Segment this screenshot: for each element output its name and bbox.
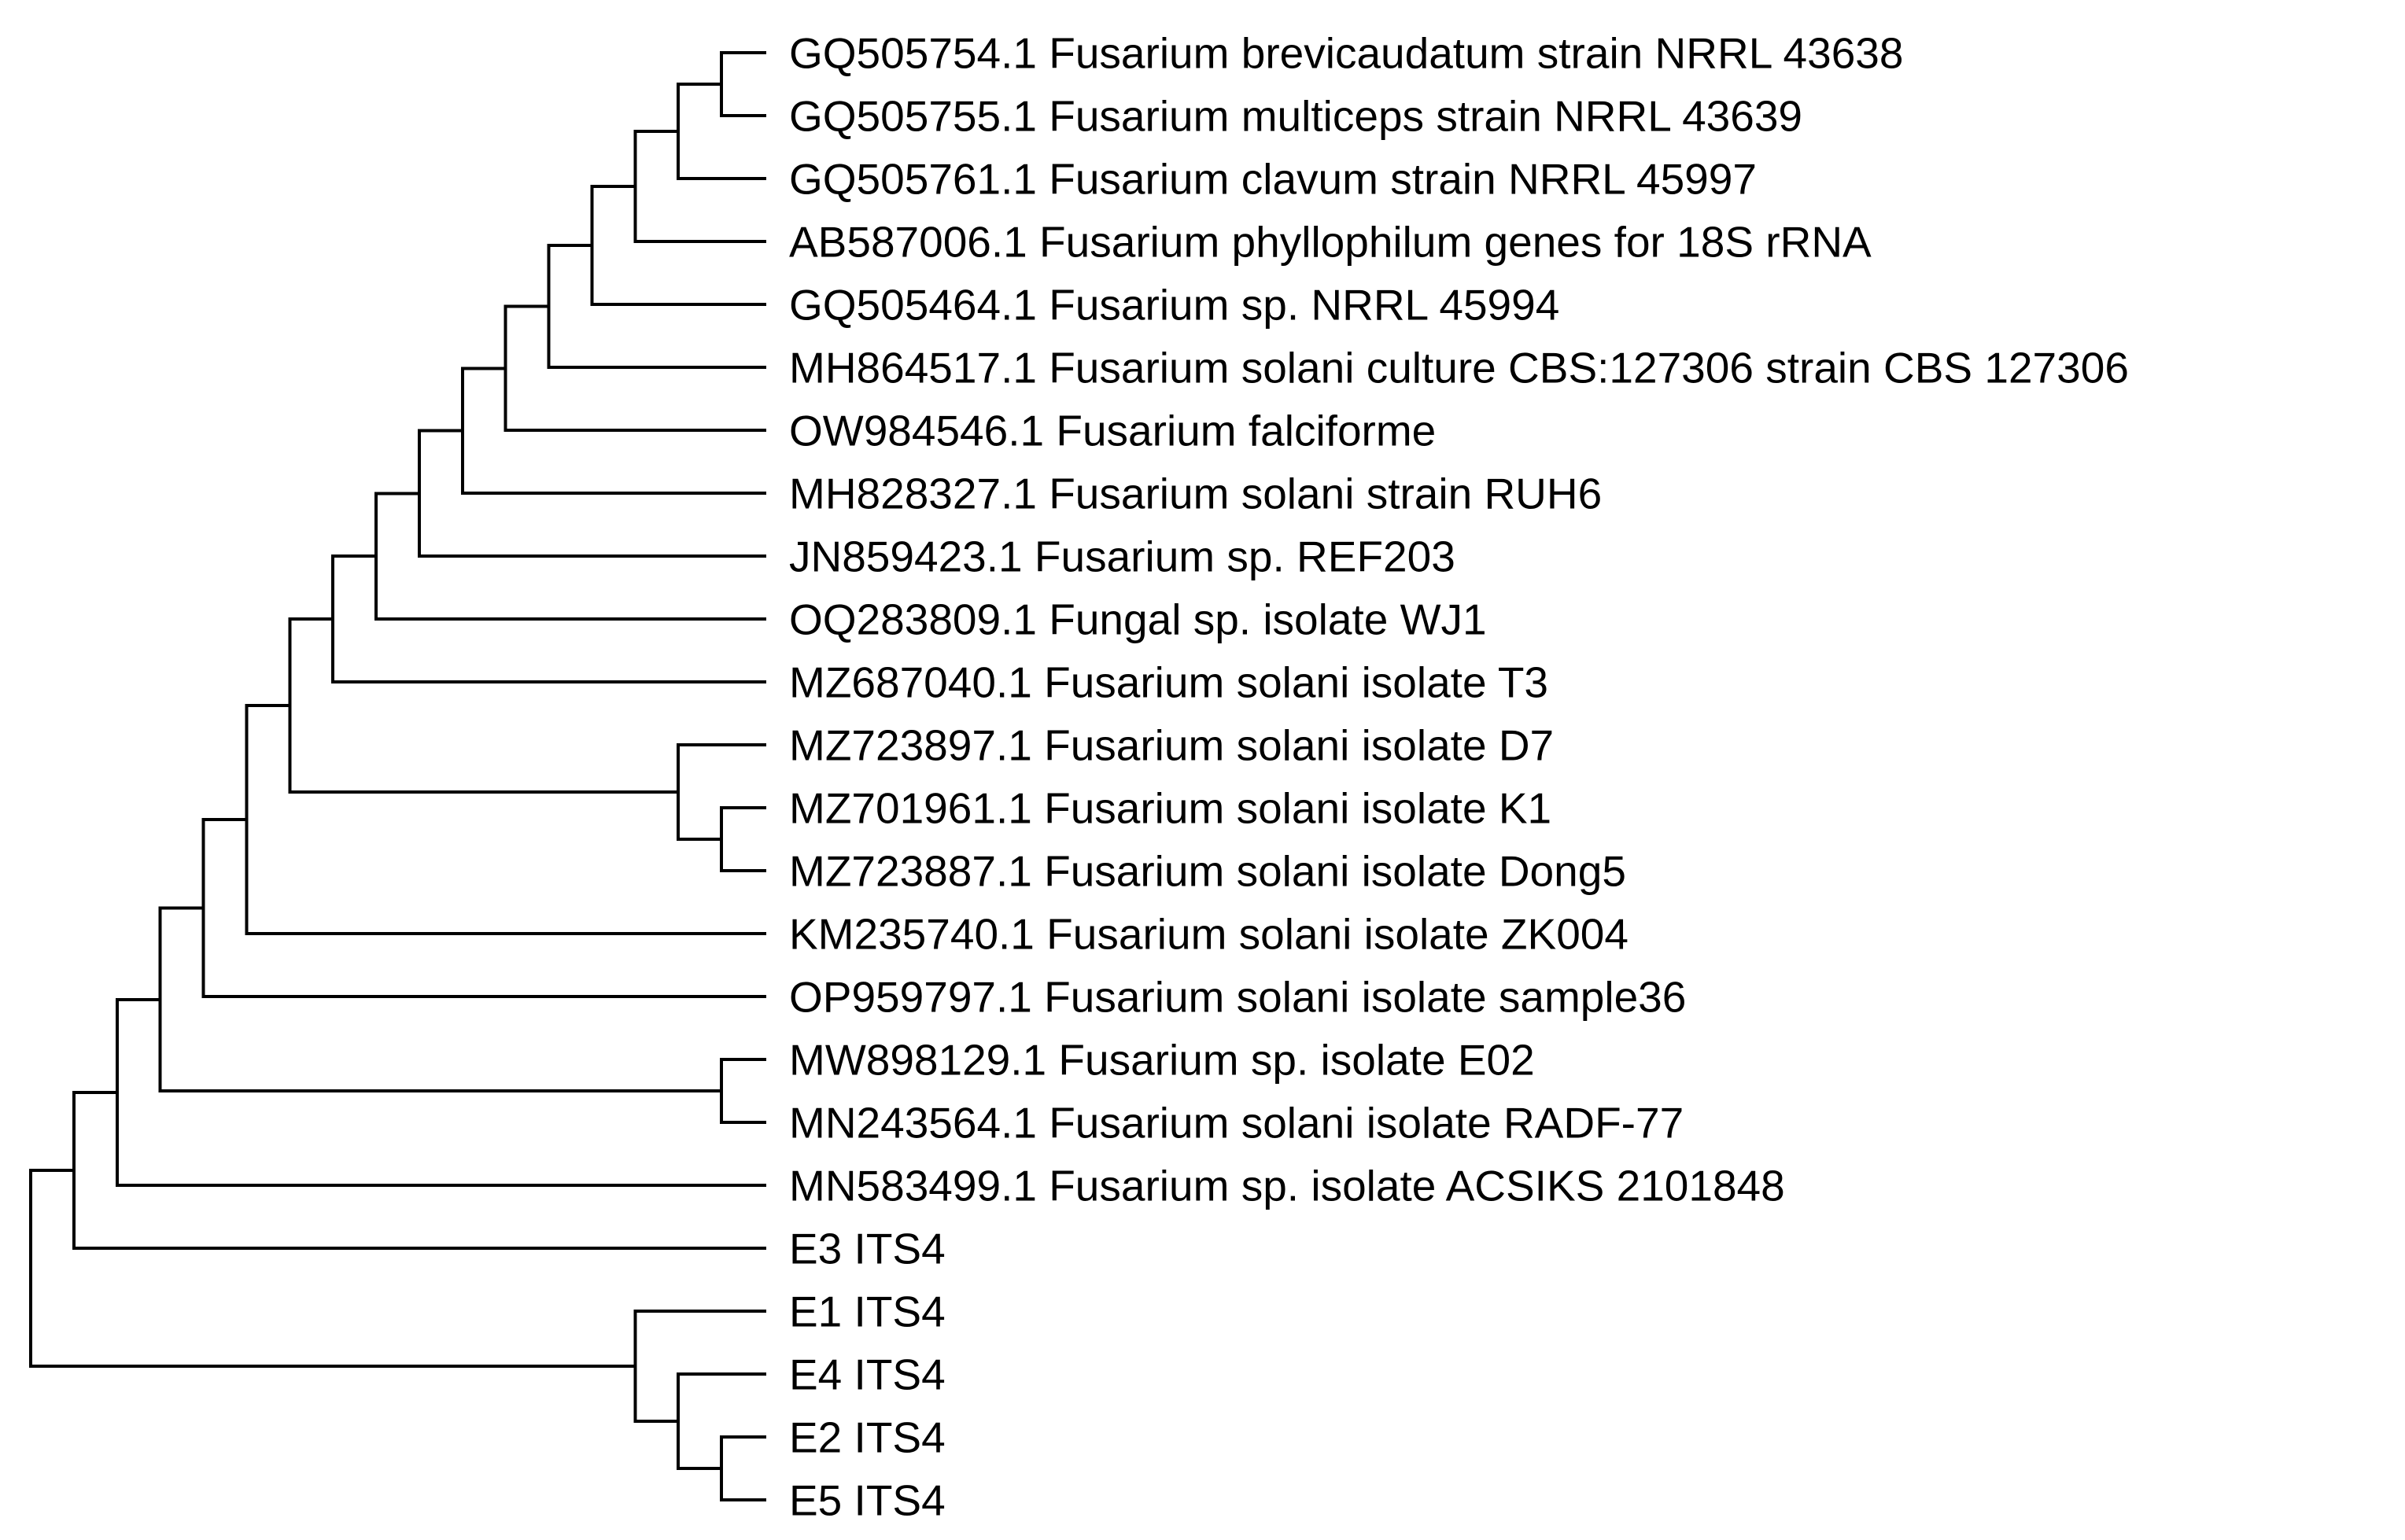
taxon-label: MZ687040.1 Fusarium solani isolate T3: [789, 658, 1548, 706]
taxon-label: E2 ITS4: [789, 1413, 946, 1461]
taxon-label: E5 ITS4: [789, 1476, 946, 1524]
taxon-label: MZ701961.1 Fusarium solani isolate K1: [789, 783, 1551, 832]
taxon-label: MH828327.1 Fusarium solani strain RUH6: [789, 469, 1602, 518]
taxon-label: MZ723897.1 Fusarium solani isolate D7: [789, 720, 1554, 769]
taxon-label: JN859423.1 Fusarium sp. REF203: [789, 532, 1455, 580]
taxon-label: MH864517.1 Fusarium solani culture CBS:1…: [789, 343, 2129, 392]
taxon-label: GQ505761.1 Fusarium clavum strain NRRL 4…: [789, 154, 1757, 203]
taxon-label: AB587006.1 Fusarium phyllophilum genes f…: [789, 217, 1872, 266]
taxon-label: GQ505755.1 Fusarium multiceps strain NRR…: [789, 91, 1802, 140]
taxon-label: OW984546.1 Fusarium falciforme: [789, 406, 1436, 455]
taxon-label: GQ505464.1 Fusarium sp. NRRL 45994: [789, 280, 1559, 329]
taxon-label: MW898129.1 Fusarium sp. isolate E02: [789, 1035, 1535, 1084]
taxon-label: GQ505754.1 Fusarium brevicaudatum strain…: [789, 28, 1903, 77]
taxon-label: E4 ITS4: [789, 1350, 946, 1398]
taxon-label: OP959797.1 Fusarium solani isolate sampl…: [789, 972, 1686, 1021]
taxon-label: OQ283809.1 Fungal sp. isolate WJ1: [789, 595, 1487, 643]
taxon-label: E1 ITS4: [789, 1287, 946, 1336]
taxon-label: E3 ITS4: [789, 1224, 946, 1273]
taxon-label: MZ723887.1 Fusarium solani isolate Dong5: [789, 846, 1626, 895]
taxon-label: MN583499.1 Fusarium sp. isolate ACSIKS 2…: [789, 1161, 1785, 1210]
taxon-label: MN243564.1 Fusarium solani isolate RADF-…: [789, 1098, 1684, 1147]
taxon-label: KM235740.1 Fusarium solani isolate ZK004: [789, 909, 1629, 958]
